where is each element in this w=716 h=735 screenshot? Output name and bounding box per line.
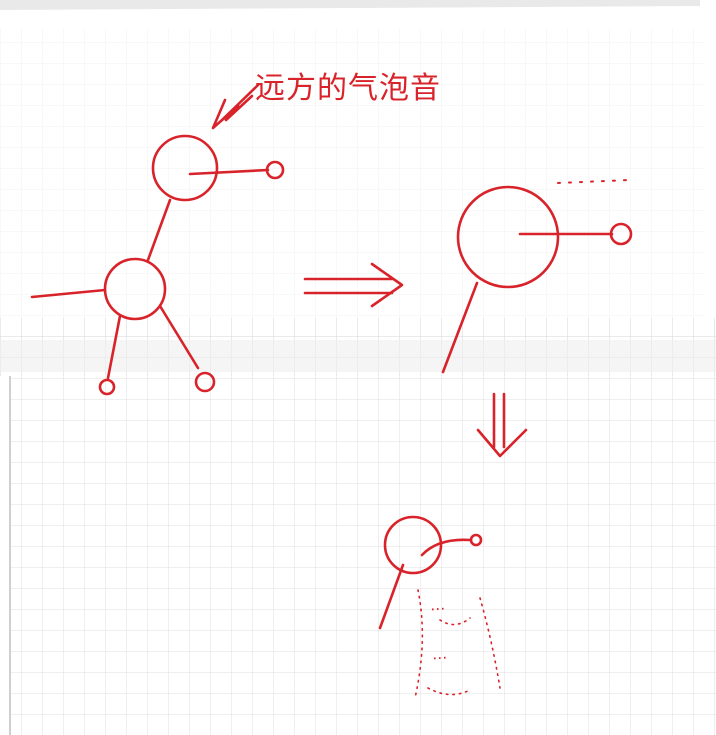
molecule-one-circle <box>441 179 633 374</box>
molecule-small-circle <box>378 515 483 630</box>
double-arrow-right-icon <box>303 262 404 308</box>
caption-text: 远方的气泡音 <box>255 71 441 106</box>
double-arrow-down-icon <box>476 392 528 458</box>
fold-shadow <box>0 340 716 372</box>
bottom-page-grid <box>10 376 716 735</box>
scribble-text: … <box>429 595 446 615</box>
small-circle <box>383 515 443 575</box>
large-end-dot <box>609 222 633 246</box>
upper-circle <box>151 134 219 202</box>
large-circle <box>456 185 560 289</box>
small-end-dot <box>469 533 483 547</box>
top-page-edge <box>0 0 700 10</box>
upper-end-dot <box>265 160 285 180</box>
scribble-text: … <box>431 644 448 664</box>
top-page-grid <box>0 28 705 343</box>
right-foot-dot <box>194 371 216 393</box>
left-foot-dot <box>98 378 116 396</box>
sound-dispersal <box>414 589 501 699</box>
arrow-pointer-icon <box>211 83 260 130</box>
molecule-two-circles <box>30 134 285 396</box>
